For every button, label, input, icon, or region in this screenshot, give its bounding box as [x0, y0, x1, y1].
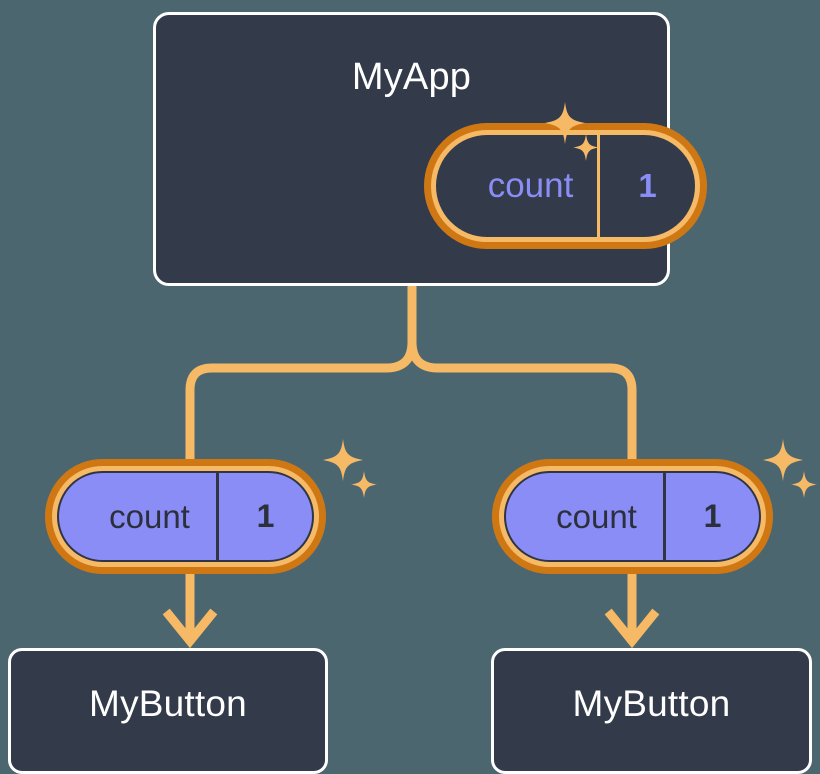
- arrow-left-group: [162, 572, 218, 649]
- state-pill-myapp[interactable]: count 1: [424, 123, 707, 249]
- node-card-myapp[interactable]: MyApp count 1: [153, 12, 707, 286]
- node-card-mybutton-right[interactable]: MyButton: [491, 648, 812, 774]
- page-title: MyApp: [351, 56, 472, 98]
- node-card-mybutton-left[interactable]: MyButton: [8, 648, 328, 774]
- state-pill-inner: count 1: [436, 135, 695, 237]
- node-title: MyButton: [572, 683, 731, 724]
- arrow-down-icon: [604, 608, 660, 649]
- node-title: MyButton: [89, 683, 247, 724]
- state-pill-name: count: [109, 497, 190, 535]
- arrow-right-group: [604, 572, 660, 649]
- state-pill-value: 1: [216, 473, 312, 560]
- state-pill-value: 1: [663, 473, 759, 560]
- state-pill-inner: count 1: [504, 471, 761, 562]
- state-pill-value: 1: [597, 135, 695, 237]
- state-pill-inner: count 1: [57, 471, 314, 562]
- state-pill-name: count: [556, 497, 637, 535]
- arrow-down-icon: [162, 608, 218, 649]
- state-pill-name: count: [487, 166, 574, 205]
- state-pill-child-right[interactable]: count 1: [492, 459, 773, 574]
- state-pill-child-left[interactable]: count 1: [45, 459, 326, 574]
- connector-branch-left: [185, 341, 417, 462]
- connector-branch-right: [407, 341, 637, 462]
